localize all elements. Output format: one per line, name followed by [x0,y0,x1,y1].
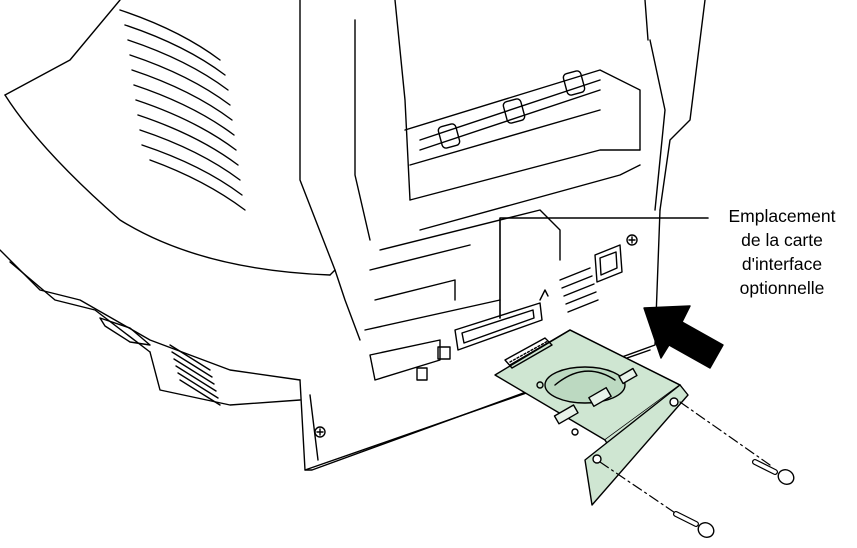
callout-line-4: optionnelle [739,278,825,298]
screw-icon [673,511,715,538]
screw-guide-lines [599,401,771,524]
power-inlet-icon [594,244,623,283]
callout-line-2: de la carte [741,230,823,250]
interface-card [494,329,689,506]
interface-slot [454,289,549,351]
usb-port-icon [416,346,451,381]
callout-line-3: d'interface [741,254,823,274]
insert-arrow-icon [643,305,724,369]
callout-leader-line [499,217,709,319]
slot-callout-label: Emplacement de la carte d'interface opti… [712,204,852,300]
screw-icon [752,459,795,485]
printer-body [0,0,706,471]
callout-line-1: Emplacement [728,206,836,226]
